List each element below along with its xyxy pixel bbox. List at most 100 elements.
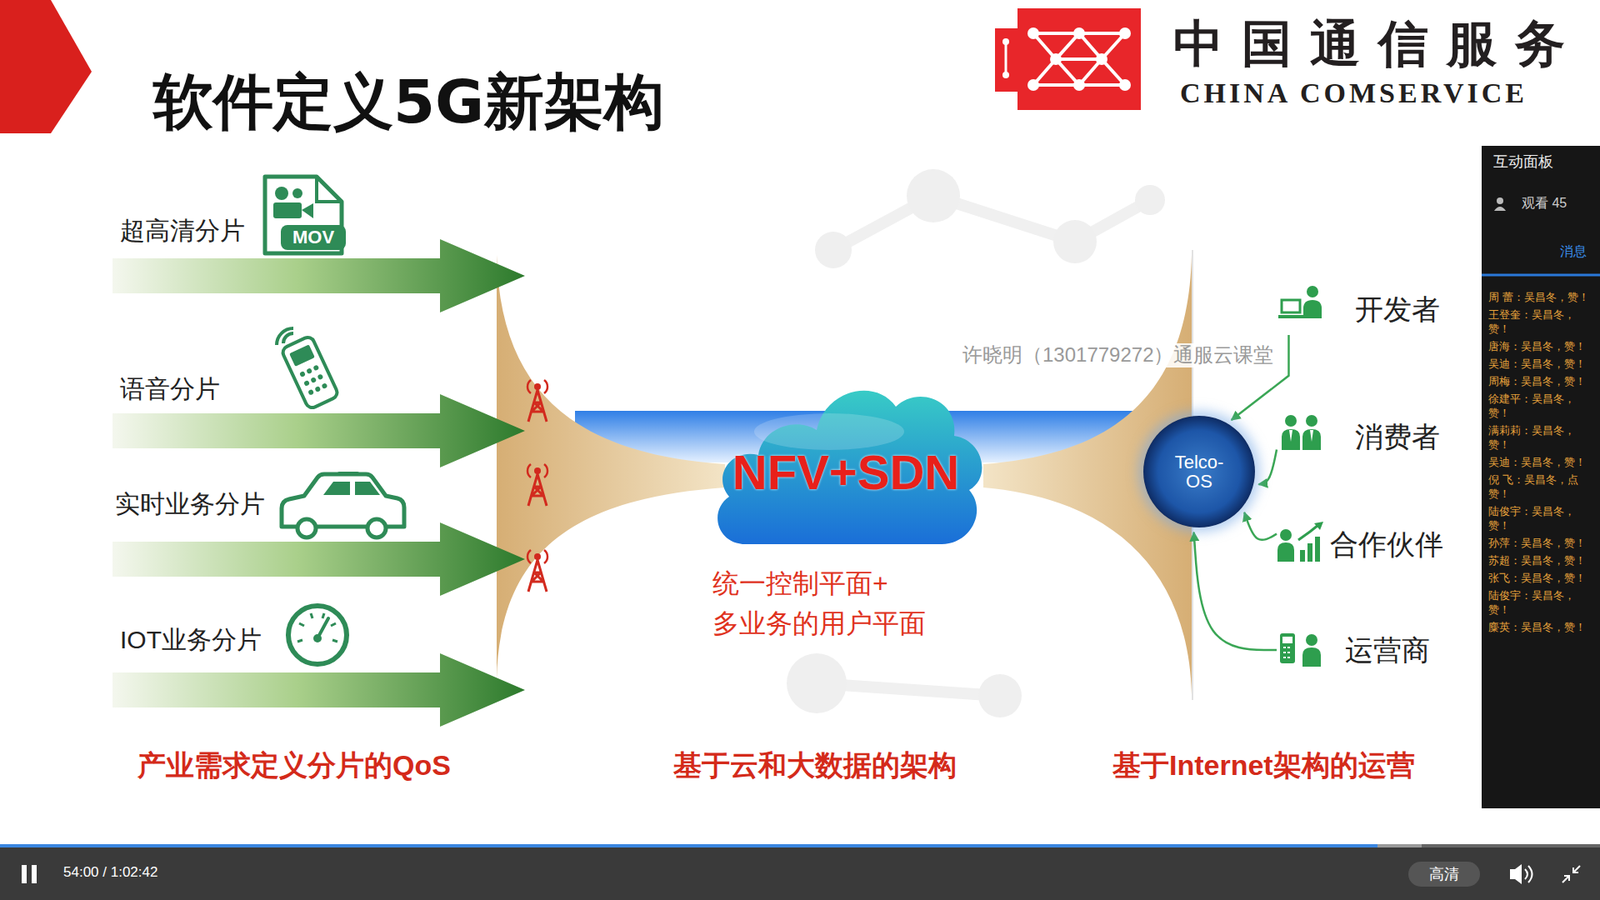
slice-arrows: [112, 239, 525, 727]
radio-tower: [527, 380, 548, 422]
person-head: [1305, 634, 1318, 646]
camera-reel: [292, 188, 303, 199]
play-time: 54:00 / 1:02:42: [63, 864, 158, 881]
person-body: [1277, 542, 1295, 562]
chart-bar: [1315, 536, 1320, 562]
logo-dot: [1002, 38, 1010, 45]
cloud-caption: 统一控制平面+ 多业务的用户平面: [712, 563, 980, 644]
person-head: [1285, 415, 1297, 427]
gauge-icon: [288, 605, 347, 665]
logo-dot: [1027, 27, 1040, 40]
actor-node: 开发者: [1276, 283, 1440, 335]
flow-arrow: [1194, 532, 1277, 650]
laptop-base: [1278, 315, 1304, 319]
slice-label: 超高清分片: [120, 215, 245, 246]
company-logo: [995, 8, 1141, 110]
camera-lens: [301, 203, 314, 219]
radio-tower: [527, 550, 548, 592]
key: [310, 376, 317, 384]
cloud-shape: [717, 390, 982, 545]
cloud-highlight: [754, 413, 905, 450]
slice-label: 实时业务分片: [115, 489, 265, 520]
key: [312, 364, 320, 371]
slice-arrow: [112, 522, 525, 596]
partner-icon: [1277, 521, 1324, 562]
background-dot: [786, 653, 847, 714]
chat-message: 王登奎：吴昌冬，赞！: [1488, 307, 1595, 336]
camera-body: [273, 202, 302, 219]
car-icon: [281, 471, 405, 538]
actor-name: 运营商: [1345, 633, 1430, 668]
volume-waves: [1525, 865, 1533, 883]
key: [307, 389, 315, 396]
person-head: [1305, 415, 1318, 427]
left-funnel: [496, 255, 725, 679]
chat-message: 徐建平：吴昌冬，赞！: [1488, 391, 1595, 420]
background-dot: [978, 674, 1022, 718]
actor-name: 开发者: [1355, 292, 1440, 327]
panel-ground: [1481, 145, 1600, 809]
file-type-text: MOV: [280, 225, 346, 250]
logo-dot: [1119, 79, 1131, 91]
car-wheel: [367, 519, 386, 538]
file-type-badge: [280, 225, 346, 250]
cloud-title: NFV+SDN: [732, 444, 960, 500]
key: [303, 380, 310, 387]
flow-arrow: [1244, 512, 1277, 540]
chat-message: 孙萍：吴昌冬，赞！: [1488, 535, 1595, 550]
pause-icon: [21, 865, 27, 884]
logo-tab: [995, 28, 1018, 92]
phone-case: [1280, 633, 1295, 664]
logo-square: [1017, 8, 1141, 110]
chart-trend: [1298, 525, 1319, 540]
phone-case: [280, 335, 340, 410]
chart-bar: [1300, 550, 1305, 562]
signal-arcs: [276, 328, 294, 345]
person-body: [1303, 300, 1322, 319]
phone-keypad: [299, 364, 328, 395]
phone-screen: [289, 344, 315, 366]
chat-message: 周 蕾：吴昌冬，赞！: [1488, 290, 1595, 305]
column-footer: 基于Internet架构的运营: [1112, 748, 1415, 783]
logo-dot: [1095, 53, 1108, 65]
viewer-count: 观看 45: [1521, 195, 1567, 211]
gauge-ticks: [297, 613, 338, 642]
laptop-screen: [1281, 300, 1300, 313]
chat-message: 满莉莉：吴昌冬，赞！: [1488, 423, 1595, 452]
slice-label: IOT业务分片: [120, 625, 262, 655]
person-head: [1280, 529, 1292, 541]
phone-icon: [276, 328, 340, 410]
chat-message: 吴迪：吴昌冬，赞！: [1488, 356, 1595, 371]
interaction-panel: [1481, 145, 1600, 809]
chat-message: 苏超：吴昌冬，赞！: [1488, 553, 1595, 568]
viewer-icon: [1496, 197, 1504, 205]
chat-message: 吴迪：吴昌冬，赞！: [1488, 455, 1595, 470]
user-icons: [1277, 285, 1324, 667]
volume-icon: [1510, 864, 1522, 885]
key: [316, 373, 324, 380]
logo-dot: [1073, 79, 1085, 91]
actor-name: 合作伙伴: [1330, 527, 1444, 562]
car-wheel: [297, 519, 316, 538]
flow-arrow: [1258, 450, 1277, 485]
logo-dot: [1050, 53, 1062, 65]
cloud-node: NFV+SDN: [704, 365, 988, 551]
slide-title: 软件定义5G新架构: [153, 65, 665, 138]
background-dot: [906, 169, 960, 223]
fullscreen-icon: [1562, 865, 1580, 883]
logo-lattice: [1033, 33, 1125, 85]
chat-message: 陆俊宇：吴昌冬，赞！: [1488, 588, 1595, 617]
watermark: 许晓明（1301779272）通服云课堂: [959, 343, 1277, 368]
logo-dot: [1073, 27, 1085, 40]
background-dot: [1053, 220, 1097, 264]
phone-keypad: [1283, 647, 1290, 658]
key: [320, 382, 328, 390]
actor-node: 运营商: [1276, 624, 1430, 676]
file-fold: [316, 176, 342, 202]
chat-message: 周梅：吴昌冬，赞！: [1488, 374, 1595, 389]
key: [299, 370, 306, 378]
person-body: [1302, 647, 1321, 667]
logo-nodes: [1027, 27, 1131, 91]
chat-message: 张飞：吴昌冬，赞！: [1488, 570, 1595, 585]
